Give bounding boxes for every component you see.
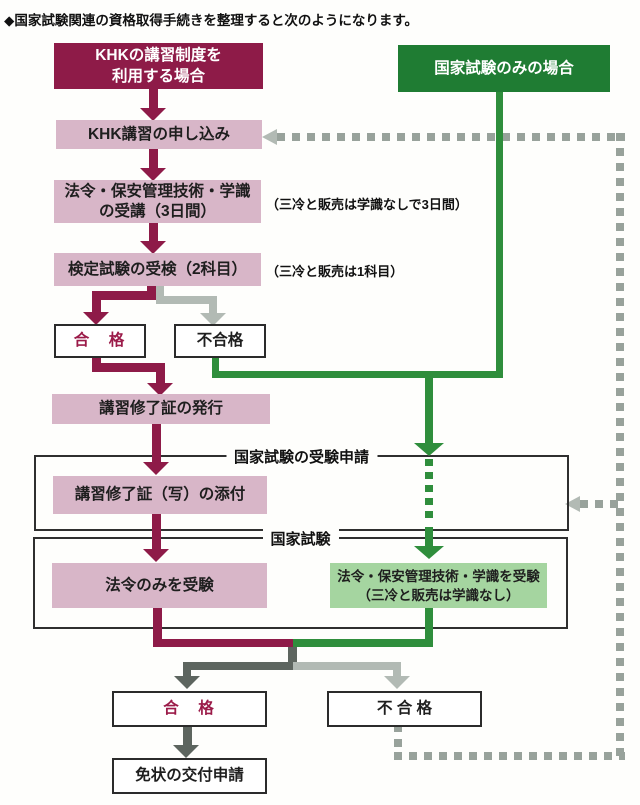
final-pass-line-v: [183, 662, 191, 677]
dotted-retry-line-top: [277, 133, 625, 141]
dotted-arrow-to-apply-icon: [262, 129, 277, 145]
green-arrow-application-icon: [414, 443, 444, 456]
law-only-label: 法令のみを受験: [105, 576, 214, 594]
full-exam-line1: 法令・保安管理技術・学識を受験: [337, 568, 540, 584]
certificate-box: 講習修了証の発行: [52, 394, 270, 424]
final-fail-arrow-icon: [384, 676, 410, 689]
kentei-exam-note: （三冷と販売は1科目）: [266, 264, 404, 279]
final-fail-line-v: [393, 662, 401, 677]
national-exam-frame: 国家試験: [33, 528, 568, 629]
pass-to-license-line: [183, 723, 192, 746]
apply-label: KHK講習の申し込み: [87, 125, 231, 143]
split-pass-arrow-icon: [83, 312, 109, 325]
dotted-retry-line-right: [616, 133, 624, 760]
full-exam-box: 法令・保安管理技術・学識を受験 （三冷と販売は学識なし）: [330, 563, 547, 608]
attach-to-lawonly-arrow-icon: [143, 549, 169, 562]
arrow-header-to-apply: [149, 89, 158, 109]
course-line1: 法令・保安管理技術・学識: [64, 182, 251, 200]
kentei-exam-box: 検定試験の受検（2科目）: [54, 253, 261, 286]
fail-label-2: 不 合 格: [376, 700, 433, 717]
course-note: （三冷と販売は学識なしで3日間）: [266, 197, 468, 212]
license-box: 免状の交付申請: [112, 758, 267, 794]
dotted-retry-line-middle: [580, 500, 625, 508]
green-merge-line: [212, 371, 503, 378]
khk-header-line2: 利用する場合: [111, 68, 205, 85]
fail-label-1: 不合格: [196, 332, 244, 349]
pass-box-2: 合 格: [112, 691, 267, 727]
arrow-course-to-exam: [149, 223, 158, 242]
course-line2: の受講（3日間）: [98, 202, 217, 220]
course-box: 法令・保安管理技術・学識 の受講（3日間）: [54, 180, 261, 223]
fail-box-1: 不合格: [174, 324, 266, 358]
arrow-header-to-apply-icon: [140, 108, 166, 121]
split-fail-arrow-icon: [200, 313, 226, 326]
license-label: 免状の交付申請: [135, 767, 244, 784]
maroon-bottom-bar: [153, 639, 293, 647]
split-pass-line-h: [92, 291, 156, 300]
dotted-retry-line-bottom: [394, 752, 625, 760]
split-pass-line-v2: [92, 296, 101, 313]
green-main-line: [496, 92, 503, 376]
pass-label-1: 合 格: [73, 332, 127, 349]
pass-box-1: 合 格: [54, 324, 146, 358]
attach-to-lawonly-line: [152, 514, 161, 550]
full-exam-line2: （三冷と販売は学識なし）: [357, 587, 520, 603]
arrow-apply-to-course: [149, 149, 158, 169]
green-fail-drop-line: [212, 354, 219, 378]
khk-header-line1: KHKの講習制度を: [95, 47, 222, 64]
cert-to-attach-line: [152, 424, 161, 463]
green-dotted-line: [425, 459, 433, 524]
merge-stub-line: [288, 647, 297, 663]
green-to-exam-line: [425, 527, 433, 547]
arrow-apply-to-course-icon: [140, 168, 166, 181]
pass-to-cert-line-v2: [156, 368, 165, 384]
split-fail-line-v1: [156, 285, 164, 304]
khk-header-box: KHKの講習制度を 利用する場合: [54, 43, 263, 89]
final-pass-arrow-icon: [174, 676, 200, 689]
arrow-course-to-exam-icon: [140, 241, 166, 254]
national-header-box: 国家試験のみの場合: [398, 45, 610, 92]
pass-to-cert-line-h: [92, 363, 165, 372]
law-only-box: 法令のみを受験: [52, 563, 267, 608]
final-pass-line-h: [183, 662, 293, 670]
application-frame-label: 国家試験の受験申請: [225, 446, 378, 467]
split-fail-line-h: [156, 296, 217, 304]
dotted-retry-line-fail: [394, 724, 402, 752]
green-to-application-line: [425, 378, 433, 444]
certificate-label: 講習修了証の発行: [98, 400, 223, 417]
attach-box: 講習修了証（写）の添付: [53, 476, 267, 514]
final-fail-line-h: [293, 662, 401, 670]
pass-to-license-arrow-icon: [173, 745, 199, 758]
split-fail-line-v2: [209, 300, 217, 314]
apply-box: KHK講習の申し込み: [56, 120, 262, 149]
page-title: ◆国家試験関連の資格取得手続きを整理すると次のようになります。: [4, 13, 419, 28]
green-exam-exit-line: [425, 608, 433, 647]
national-header-label: 国家試験のみの場合: [434, 60, 574, 77]
kentei-exam-label: 検定試験の受検（2科目）: [67, 260, 248, 278]
green-arrow-exam-icon: [414, 546, 444, 559]
green-bottom-bar: [293, 639, 433, 647]
attach-label: 講習修了証（写）の添付: [74, 486, 246, 503]
national-exam-frame-label: 国家試験: [262, 528, 339, 549]
fail-box-2: 不 合 格: [327, 691, 482, 727]
lawonly-exit-line: [153, 608, 162, 647]
cert-to-attach-arrow-icon: [143, 462, 169, 475]
pass-label-2: 合 格: [163, 700, 216, 717]
pass-to-cert-arrow-icon: [147, 383, 173, 396]
